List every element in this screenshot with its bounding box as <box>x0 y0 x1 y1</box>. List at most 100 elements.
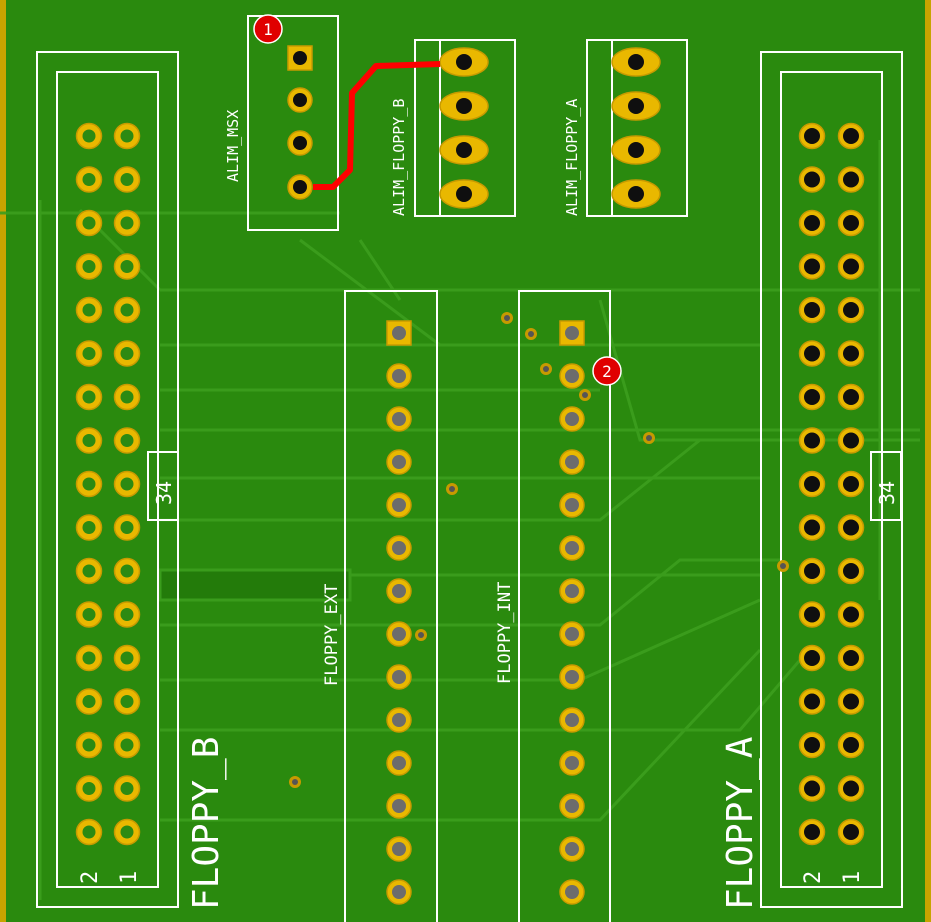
header-pad <box>837 557 865 585</box>
header-pad <box>113 644 141 672</box>
connector-pad <box>386 621 412 647</box>
header-pad <box>798 296 826 324</box>
header-pad <box>113 557 141 585</box>
connector-pad <box>559 707 585 733</box>
alim-msx-pad <box>287 174 313 200</box>
floppy-ext-outline <box>344 290 438 922</box>
marker-1-label: 1 <box>263 20 273 39</box>
label-alim-floppy-a: ALIM_FLOPPY_A <box>563 99 581 216</box>
header-pad <box>798 427 826 454</box>
header-pad <box>75 296 103 324</box>
header-pad <box>113 731 141 759</box>
marker-2: 2 <box>592 356 622 386</box>
header-pad <box>75 340 103 367</box>
via <box>777 560 789 572</box>
header-pad <box>75 427 103 454</box>
connector-pad <box>559 406 585 432</box>
header-pad <box>798 688 826 715</box>
header-pad <box>798 122 826 150</box>
header-pad <box>837 253 865 280</box>
header-pad <box>837 296 865 324</box>
connector-pad <box>559 836 585 862</box>
header-pad <box>837 122 865 150</box>
floppy-a-header-inner <box>780 71 883 888</box>
alim-floppy-pad <box>439 135 489 165</box>
header-pad <box>837 209 865 237</box>
alim-floppy-a-outline <box>586 39 688 217</box>
label-pin2-right: 2 <box>801 871 826 884</box>
header-pad <box>798 775 826 802</box>
marker-1: 1 <box>253 14 283 44</box>
via <box>289 776 301 788</box>
alim-msx-outline <box>247 15 339 231</box>
header-pad <box>75 166 103 193</box>
alim-floppy-pad <box>439 91 489 121</box>
header-pad <box>75 557 103 585</box>
header-pad <box>798 644 826 672</box>
floppy-int-outline <box>518 290 611 922</box>
via <box>540 363 552 375</box>
header-pad <box>75 775 103 802</box>
connector-pad <box>386 363 412 389</box>
connector-pad <box>559 750 585 776</box>
alim-floppy-pad <box>611 47 661 77</box>
label-pin2-left: 2 <box>78 871 103 884</box>
alim-floppy-b-outline <box>414 39 516 217</box>
copper-traces <box>0 140 920 900</box>
header-pad <box>798 818 826 846</box>
header-pad <box>798 514 826 541</box>
header-pad <box>837 166 865 193</box>
connector-pad <box>386 879 412 905</box>
via <box>501 312 513 324</box>
label-pin1-left: 1 <box>117 871 142 884</box>
header-pad <box>75 122 103 150</box>
header-pad <box>837 340 865 367</box>
header-pad <box>113 340 141 367</box>
header-pad <box>75 818 103 846</box>
floppy-b-pin34-box <box>147 451 179 521</box>
header-pad <box>113 818 141 846</box>
header-pad <box>798 557 826 585</box>
label-alim-floppy-b: ALIM_FLOPPY_B <box>390 99 408 216</box>
header-pad <box>113 383 141 411</box>
alim-msx-pad <box>287 87 313 113</box>
header-pad <box>798 731 826 759</box>
header-pad <box>113 296 141 324</box>
header-pad <box>837 470 865 498</box>
header-pad <box>798 601 826 628</box>
label-floppy-ext: FLOPPY_EXT <box>322 584 342 686</box>
connector-pad <box>386 492 412 518</box>
connector-pad <box>559 879 585 905</box>
header-pad <box>837 644 865 672</box>
header-pad <box>113 166 141 193</box>
trace-segment <box>160 558 780 627</box>
label-floppy-int: FLOPPY_INT <box>495 582 515 684</box>
header-pad <box>75 470 103 498</box>
via <box>643 432 655 444</box>
copper-fill <box>158 568 352 602</box>
pads <box>75 45 865 905</box>
header-pad <box>75 688 103 715</box>
label-pin34-left: 34 <box>152 481 176 505</box>
connector-pad <box>559 621 585 647</box>
header-pad <box>113 209 141 237</box>
header-pad <box>113 122 141 150</box>
label-floppy-b: FLOPPY_B <box>186 737 227 910</box>
via <box>446 483 458 495</box>
label-pin1-right: 1 <box>840 871 865 884</box>
header-pad <box>113 688 141 715</box>
alim-floppy-pad <box>611 135 661 165</box>
header-pad <box>113 253 141 280</box>
connector-pad <box>386 449 412 475</box>
header-pad <box>75 253 103 280</box>
header-pad <box>837 688 865 715</box>
header-pad <box>75 601 103 628</box>
connector-pad <box>559 492 585 518</box>
header-pad <box>798 340 826 367</box>
header-pad <box>798 383 826 411</box>
floppy-b-header-inner <box>56 71 159 888</box>
trace-segment <box>299 238 441 347</box>
header-pad <box>798 470 826 498</box>
connector-pad <box>559 578 585 604</box>
